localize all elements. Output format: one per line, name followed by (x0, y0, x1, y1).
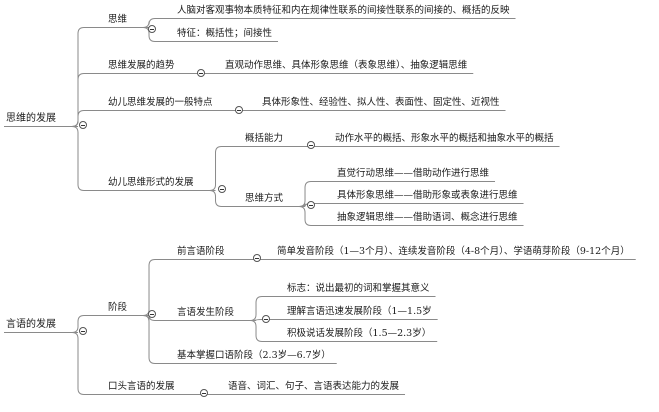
leaf-concrete-image[interactable]: 具体形象思维——借助形象或表象进行思维 (337, 190, 518, 201)
node-oral-speech[interactable]: 口头言语的发展 (108, 381, 175, 392)
leaf-speech-sign[interactable]: 标志：说出最初的词和掌握其意义 (287, 283, 430, 294)
root-node-thinking[interactable]: 思维的发展 (6, 113, 56, 124)
leaf-thinking-features[interactable]: 特征：概括性；间接性 (177, 28, 273, 39)
collapse-icon[interactable] (307, 141, 315, 149)
node-stages[interactable]: 阶段 (108, 302, 128, 313)
leaf-thinking-definition[interactable]: 人脑对客观事物本质特征和内在规律性联系的间接性联系的间接的、概括的反映 (177, 5, 510, 16)
node-generalization[interactable]: 概括能力 (245, 133, 284, 144)
node-speech-onset[interactable]: 言语发生阶段 (177, 307, 235, 318)
collapse-icon[interactable] (197, 69, 205, 77)
root-node-language[interactable]: 言语的发展 (6, 319, 56, 330)
collapse-icon[interactable] (79, 121, 87, 129)
collapse-icon[interactable] (218, 185, 226, 193)
leaf-generalization[interactable]: 动作水平的概括、形象水平的概括和抽象水平的概括 (335, 133, 554, 144)
node-thinking-form[interactable]: 幼儿思维形式的发展 (108, 177, 194, 188)
leaf-intuitive-action[interactable]: 直觉行动思维——借助动作进行思维 (337, 168, 490, 179)
leaf-child-thinking-features[interactable]: 具体形象性、经验性、拟人性、表面性、固定性、近视性 (262, 97, 500, 108)
leaf-oral-speech[interactable]: 语音、词汇、句子、言语表达能力的发展 (228, 381, 400, 392)
collapse-icon[interactable] (148, 25, 156, 33)
node-thinking-mode[interactable]: 思维方式 (245, 193, 284, 204)
collapse-icon[interactable] (307, 201, 315, 209)
leaf-thinking-trend[interactable]: 直观动作思维、具体形象思维（表象思维）、抽象逻辑思维 (225, 60, 468, 71)
leaf-pre-speech[interactable]: 简单发音阶段（1—3个月）、连续发音阶段（4-8个月）、学语萌芽阶段（9-12个… (277, 246, 630, 257)
collapse-icon[interactable] (235, 106, 243, 114)
leaf-active-speaking-stage[interactable]: 积极说话发展阶段（1.5—2.3岁） (287, 328, 432, 339)
collapse-icon[interactable] (148, 310, 156, 318)
leaf-abstract-logic[interactable]: 抽象逻辑思维——借助语词、概念进行思维 (337, 212, 518, 223)
node-thinking-trend[interactable]: 思维发展的趋势 (108, 60, 175, 71)
leaf-understanding-stage[interactable]: 理解言语迅速发展阶段（1—1.5岁 (287, 306, 432, 317)
node-thinking[interactable]: 思维 (108, 14, 128, 25)
collapse-icon[interactable] (262, 315, 270, 323)
node-child-thinking-features[interactable]: 幼儿思维发展的一般特点 (108, 97, 213, 108)
collapse-icon[interactable] (200, 389, 208, 397)
node-oral-mastery[interactable]: 基本掌握口语阶段（2.3岁—6.7岁） (177, 350, 331, 361)
node-pre-speech[interactable]: 前言语阶段 (177, 246, 225, 257)
collapse-icon[interactable] (79, 327, 87, 335)
collapse-icon[interactable] (253, 254, 261, 262)
